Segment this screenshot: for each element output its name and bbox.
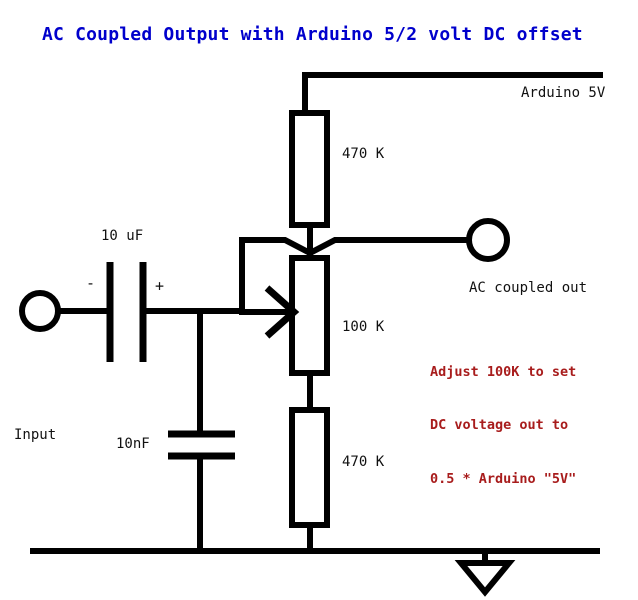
label-capacitor-10nf: 10nF: [116, 436, 150, 452]
resistor-470k-bottom: [289, 407, 330, 528]
resistor-470k-top: [289, 110, 330, 228]
label-potentiometer-100k: 100 K: [342, 319, 385, 335]
label-output-terminal: AC coupled out: [469, 280, 588, 296]
label-input-terminal: Input: [14, 427, 57, 443]
annotation-line-1: Adjust 100K to set: [430, 363, 577, 380]
label-resistor-470k-bottom: 470 K: [342, 454, 385, 470]
potentiometer-100k: [289, 255, 330, 376]
wire-output-node: [242, 237, 469, 257]
page-title: AC Coupled Output with Arduino 5/2 volt …: [42, 24, 583, 45]
label-resistor-470k-top: 470 K: [342, 146, 385, 162]
annotation-adjust-note: Adjust 100K to set DC voltage out to 0.5…: [430, 328, 576, 524]
annotation-line-2: DC voltage out to: [430, 417, 569, 434]
terminal-output[interactable]: [466, 218, 510, 262]
annotation-line-3: 0.5 * Arduino "5V": [430, 470, 577, 487]
terminal-input[interactable]: [19, 290, 61, 332]
label-capacitor-10uf: 10 uF: [101, 228, 144, 244]
label-supply-arduino-5v: Arduino 5V: [521, 85, 606, 101]
label-capacitor-negative-polarity: -: [86, 274, 96, 292]
label-capacitor-positive-polarity: +: [155, 277, 165, 295]
potentiometer-wiper-arrow: [264, 285, 300, 339]
ground-symbol: [454, 560, 516, 597]
wire-supply-rail: [302, 72, 603, 116]
